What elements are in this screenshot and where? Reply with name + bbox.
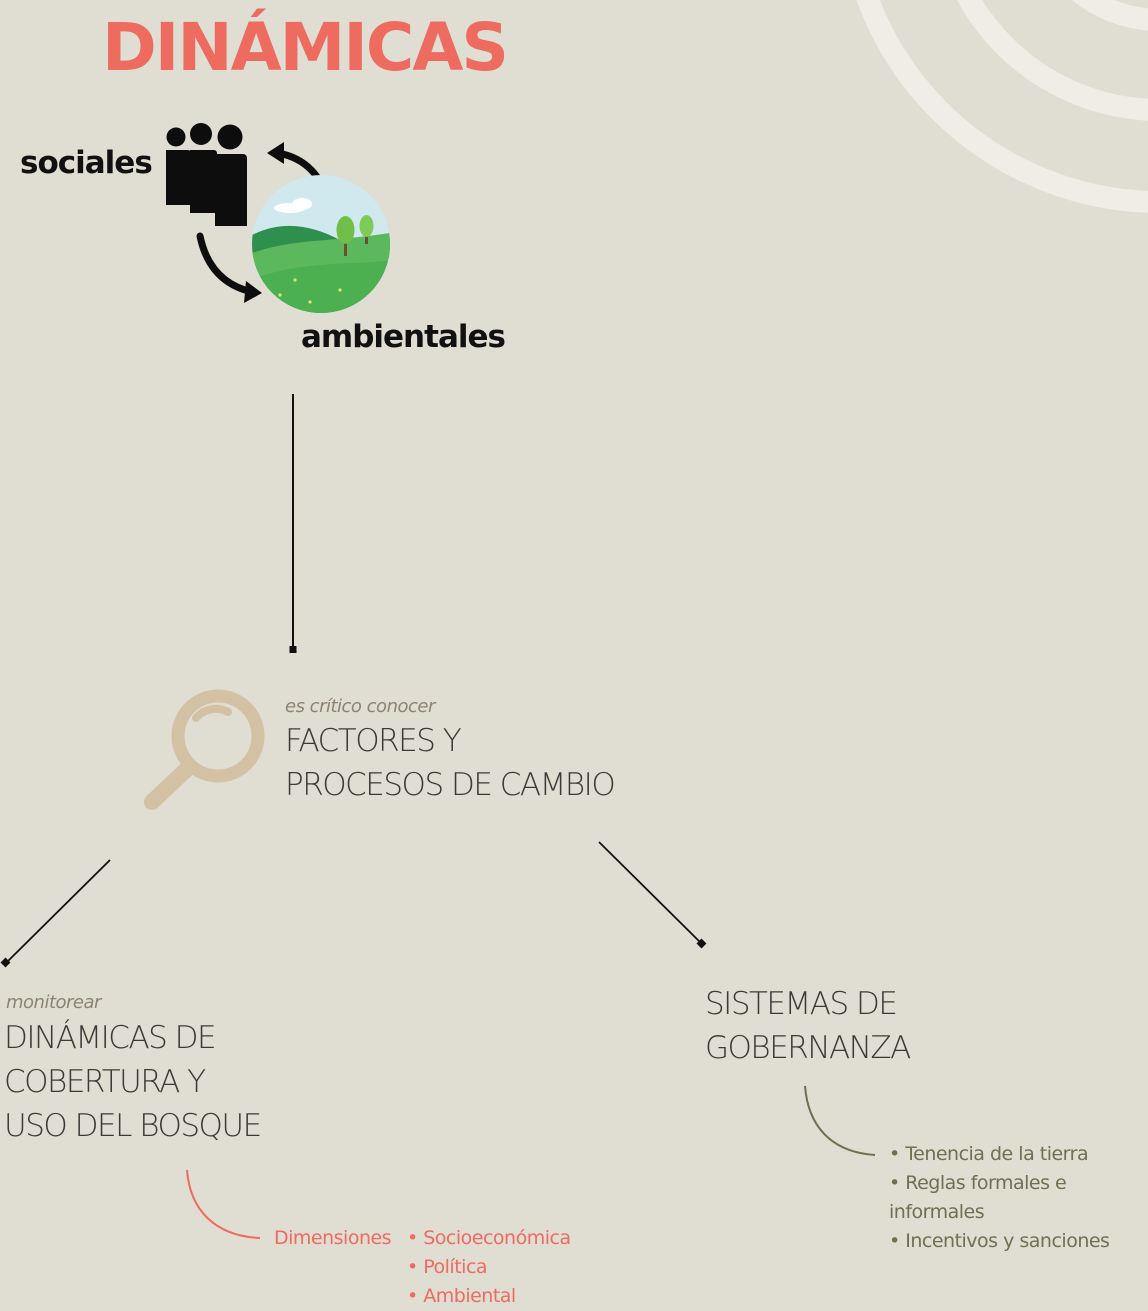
governance-title: SISTEMAS DE GOBERNANZA <box>705 982 1025 1070</box>
page-title: DINÁMICAS <box>102 9 509 86</box>
dimensions-label: Dimensiones <box>274 1227 392 1249</box>
factors-title: FACTORES Y PROCESOS DE CAMBIO <box>285 719 705 807</box>
curve-governance-items <box>804 1085 876 1156</box>
list-item: • Política <box>407 1256 488 1278</box>
magnifier-icon <box>144 689 265 810</box>
list-item: • Incentivos y sanciones <box>889 1230 1110 1252</box>
landscape-icon <box>252 175 390 313</box>
list-item: • Ambiental <box>407 1285 516 1307</box>
coverage-title: DINÁMICAS DE COBERTURA Y USO DEL BOSQUE <box>4 1016 324 1148</box>
list-item: • Tenencia de la tierra <box>889 1143 1089 1165</box>
social-label: sociales <box>20 145 153 181</box>
social-environmental-cycle <box>166 123 390 313</box>
connector-factors-to-coverage <box>0 859 111 968</box>
factors-title-line1: FACTORES Y <box>285 723 462 759</box>
environmental-label: ambientales <box>301 319 506 355</box>
factors-title-line2: PROCESOS DE CAMBIO <box>285 767 616 803</box>
governance-title-line2: GOBERNANZA <box>705 1030 911 1066</box>
factors-subtitle: es crítico conocer <box>285 696 435 717</box>
connector-top-to-factors <box>289 394 297 653</box>
coverage-title-line3: USO DEL BOSQUE <box>4 1108 262 1144</box>
connector-factors-to-governance <box>598 841 707 949</box>
people-icon <box>166 123 247 226</box>
coverage-subtitle: monitorear <box>6 992 101 1013</box>
governance-title-line1: SISTEMAS DE <box>705 986 898 1022</box>
coverage-title-line1: DINÁMICAS DE <box>4 1020 217 1056</box>
list-item: • Reglas formales e informales <box>889 1172 1067 1223</box>
curve-coverage-dimensions <box>186 1169 261 1239</box>
cycle-arrowheads <box>244 142 284 303</box>
dimensions-list: • Socioeconómica • Política • Ambiental <box>407 1224 571 1311</box>
coverage-title-line2: COBERTURA Y <box>4 1064 206 1100</box>
list-item: • Socioeconómica <box>407 1227 571 1249</box>
decorative-rings <box>856 0 1148 213</box>
governance-items: • Tenencia de la tierra • Reglas formale… <box>889 1140 1148 1256</box>
